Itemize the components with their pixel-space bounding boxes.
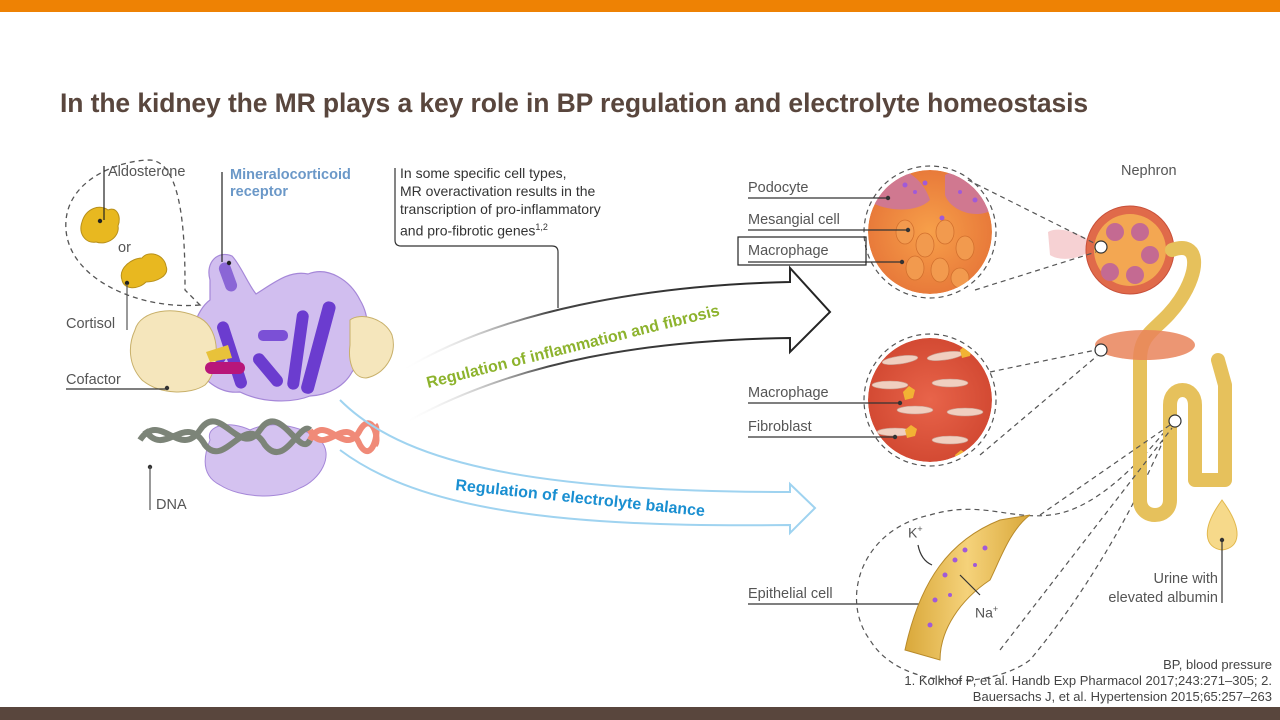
inflammation-arrow	[399, 265, 832, 421]
k-symbol: K	[908, 524, 918, 541]
urine-label-line2: elevated albumin	[1108, 590, 1218, 606]
cortisol-molecule	[120, 253, 168, 289]
reference-line: 1. Kolkhof P, et al. Handb Exp Pharmacol…	[904, 673, 1272, 688]
nephron-illustration	[1048, 205, 1238, 603]
inflammation-arrow-text: Regulation of inflammation and fibrosis	[425, 302, 722, 391]
top-accent-bar	[0, 0, 1280, 12]
glomerular-macrophage-label: Macrophage	[748, 243, 829, 259]
tubule-magnified	[904, 514, 1031, 661]
podocyte-label: Podocyte	[748, 180, 809, 196]
na-symbol: Na	[975, 604, 993, 621]
glomerulus-magnified	[868, 170, 992, 294]
sodium-ion-label: Na+	[975, 604, 998, 621]
mesangial-cell-label: Mesangial cell	[748, 212, 840, 228]
cofactor-shape	[129, 310, 217, 393]
reference-superscript: 1,2	[535, 222, 548, 232]
abbreviation-note: BP, blood pressure	[1163, 657, 1272, 672]
potassium-ion-label: K+	[908, 524, 923, 541]
tubule-bubble	[855, 424, 1171, 681]
aldosterone-label: Aldosterone	[108, 164, 186, 180]
cortisol-label: Cortisol	[66, 316, 116, 332]
callout-line: MR overactivation results in the	[400, 183, 596, 199]
nephron-label: Nephron	[1121, 163, 1177, 179]
epithelial-cell-label: Epithelial cell	[748, 586, 833, 602]
dna-helix	[137, 418, 380, 510]
callout-line: transcription of pro-inflammatory	[400, 201, 601, 217]
interstitial-macrophage-label: Macrophage	[748, 385, 829, 401]
electrolyte-arrow	[339, 399, 817, 536]
cofactor-label: Cofactor	[66, 372, 121, 388]
callout-last-line: and pro-fibrotic genes	[400, 222, 536, 239]
callout-line: In some specific cell types,	[400, 165, 567, 181]
macrophage-label-box	[737, 236, 867, 266]
ligand-bubble	[65, 159, 202, 307]
callout-bracket	[394, 168, 559, 308]
footer-references: BP, blood pressure 1. Kolkhof P, et al. …	[904, 657, 1272, 705]
urine-label-line1: Urine with	[1153, 571, 1218, 587]
na-charge: +	[992, 604, 999, 614]
callout-line: and pro-fibrotic genes1,2	[400, 218, 640, 240]
urine-label: Urine with elevated albumin	[1098, 570, 1218, 608]
reference-line: Bauersachs J, et al. Hypertension 2015;6…	[972, 689, 1272, 704]
or-label: or	[118, 240, 131, 256]
receptor-label-line1: Mineralocorticoid	[230, 167, 351, 183]
k-charge: +	[917, 524, 923, 534]
aldosterone-molecule	[80, 206, 120, 244]
dna-label: DNA	[156, 497, 187, 513]
slide-title: In the kidney the MR plays a key role in…	[60, 88, 1089, 118]
interstitium-magnified	[868, 338, 992, 462]
callout-text: In some specific cell types, MR overacti…	[400, 164, 640, 240]
bottom-accent-bar	[0, 707, 1280, 720]
receptor-label-line2: receptor	[230, 184, 289, 200]
mineralocorticoid-receptor-label: Mineralocorticoid receptor	[230, 167, 351, 201]
fibroblast-label: Fibroblast	[748, 419, 812, 435]
